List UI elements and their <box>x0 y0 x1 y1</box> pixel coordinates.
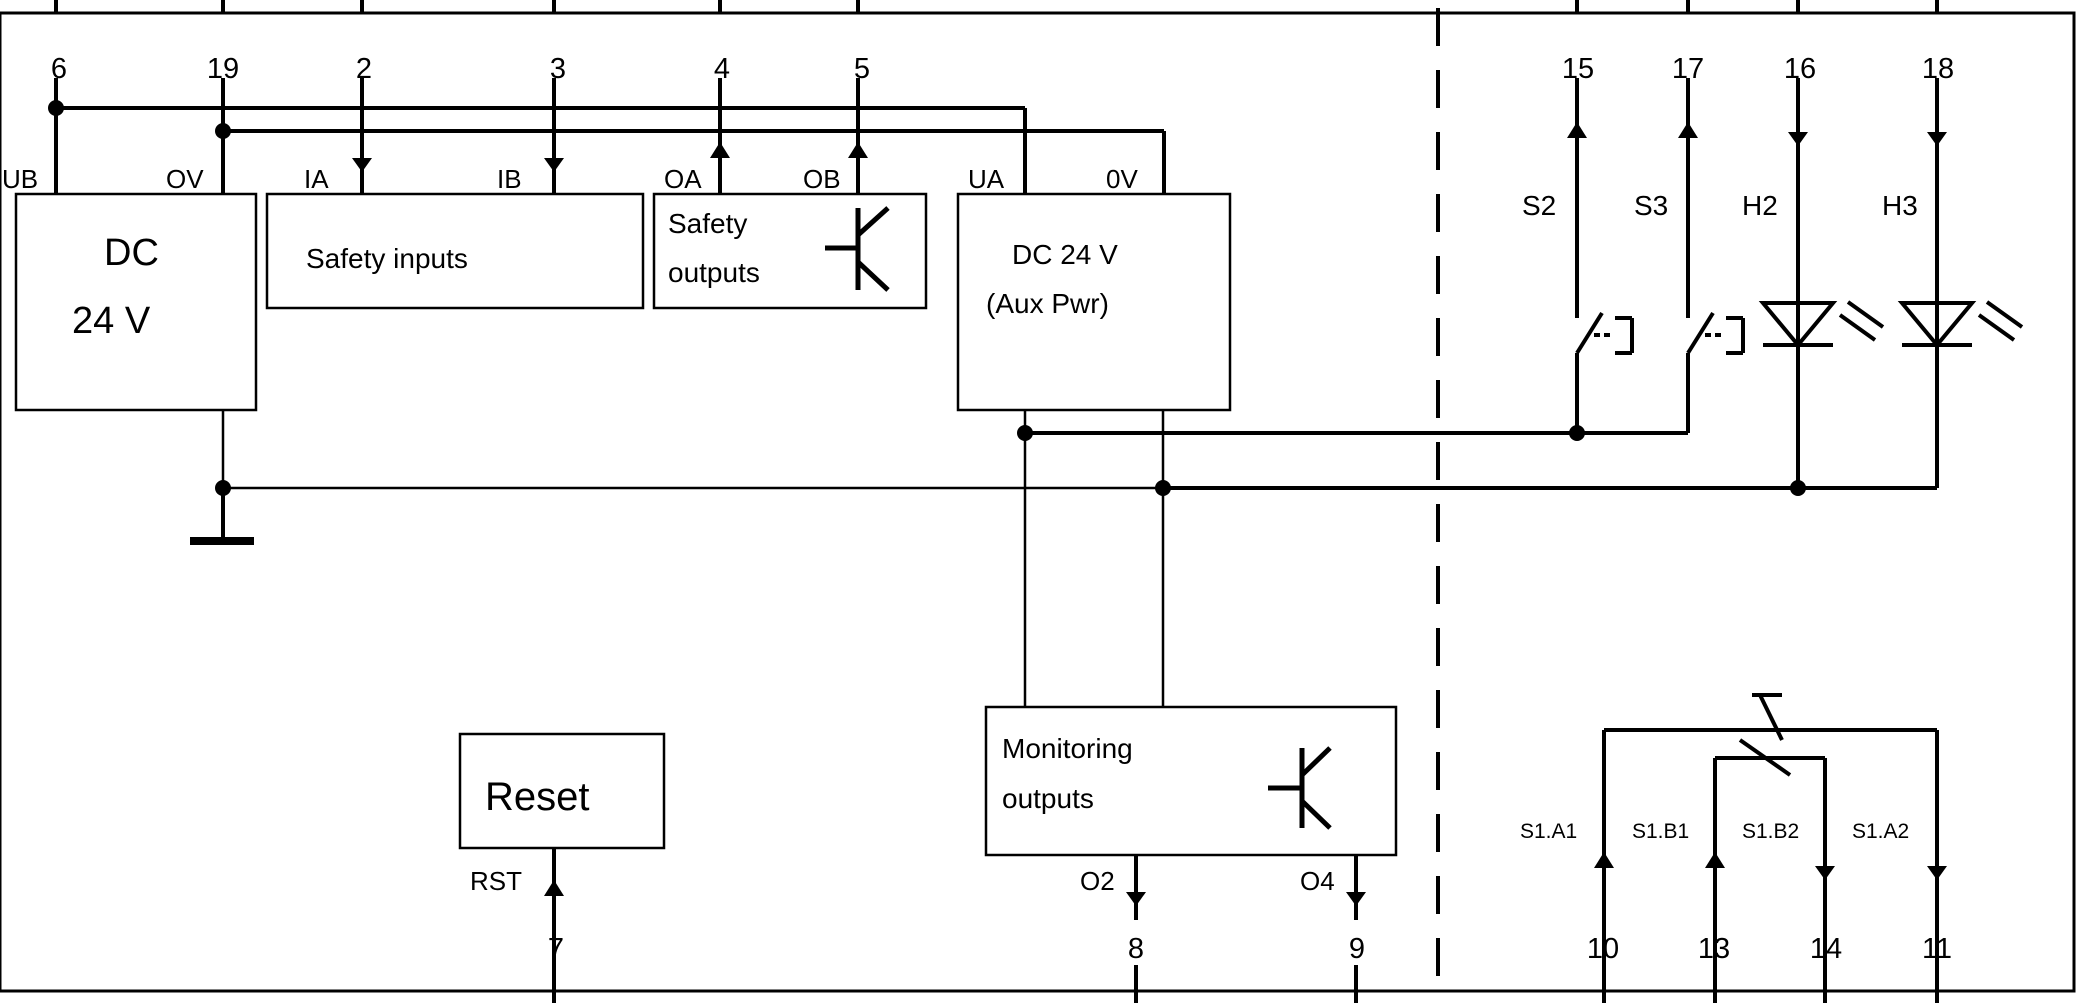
aux-power-block <box>956 192 1232 412</box>
s1-b2-label: S1.B2 <box>1742 820 1799 843</box>
monitoring-outputs-line2: outputs <box>1002 783 1094 814</box>
transistor-icon <box>1268 746 1332 830</box>
terminal-16-label: 16 <box>1784 53 1816 85</box>
terminal-7-label: 7 <box>548 933 564 965</box>
terminal-15-label: 15 <box>1562 53 1594 85</box>
safety-outputs-line2: outputs <box>668 257 760 288</box>
pin-ia-label: IA <box>304 164 329 194</box>
s1-a2-label: S1.A2 <box>1852 820 1909 843</box>
safety-inputs-block <box>265 192 645 310</box>
led-h3-label: H3 <box>1882 190 1918 221</box>
pin-ub-label: UB <box>2 164 38 194</box>
dc-block-line2: 24 V <box>72 300 151 342</box>
s1-b1-label: S1.B1 <box>1632 820 1689 843</box>
monitoring-outputs-line1: Monitoring <box>1002 733 1133 764</box>
junction-dots <box>48 100 1806 496</box>
switch-s3-label: S3 <box>1634 190 1668 221</box>
terminal-17-label: 17 <box>1672 53 1704 85</box>
thin-wires <box>221 410 1165 707</box>
pin-arrows <box>552 848 1358 965</box>
terminal-6-label: 6 <box>51 53 67 85</box>
terminal-4-label: 4 <box>714 53 730 85</box>
bottom-terminal-stubs <box>552 965 1939 1003</box>
switch-s3-icon <box>1686 138 1745 433</box>
aux-power-line1: DC 24 V <box>1012 239 1118 270</box>
reset-block <box>458 732 666 850</box>
safety-outputs-line1: Safety <box>668 208 747 239</box>
monitoring-outputs-block <box>984 705 1398 857</box>
terminal-11-label: 11 <box>1922 933 1952 965</box>
terminal-18-label: 18 <box>1922 53 1954 85</box>
pin-0v-label: 0V <box>1106 164 1138 194</box>
arrowheads <box>352 122 1947 906</box>
pin-ob-label: OB <box>803 164 841 194</box>
dc-power-block <box>14 192 258 412</box>
pin-o4-label: O4 <box>1300 866 1335 896</box>
pin-oa-label: OA <box>664 164 702 194</box>
led-h2-label: H2 <box>1742 190 1778 221</box>
s1-a1-label: S1.A1 <box>1520 820 1577 843</box>
ground-symbol <box>190 488 254 545</box>
safety-outputs-block <box>652 192 928 310</box>
terminal-13-label: 13 <box>1698 933 1730 965</box>
pin-ib-label: IB <box>497 164 522 194</box>
pin-ua-label: UA <box>968 164 1005 194</box>
terminal-19-label: 19 <box>207 53 239 85</box>
reset-label: Reset <box>485 775 590 819</box>
terminal-10-label: 10 <box>1587 933 1619 965</box>
terminal-2-label: 2 <box>356 53 372 85</box>
terminal-8-label: 8 <box>1128 933 1144 965</box>
switch-s2-icon <box>1575 138 1634 433</box>
led-h3-icon <box>1897 138 2024 488</box>
terminal-3-label: 3 <box>550 53 566 85</box>
pin-ov-label: OV <box>166 164 204 194</box>
pin-o2-label: O2 <box>1080 866 1115 896</box>
dc-block-line1: DC <box>104 232 159 274</box>
terminal-14-label: 14 <box>1810 933 1842 965</box>
aux-power-line2: (Aux Pwr) <box>986 288 1109 319</box>
device-frame <box>0 11 2076 993</box>
switch-s2-label: S2 <box>1522 190 1556 221</box>
safety-inputs-label: Safety inputs <box>306 243 468 274</box>
terminal-9-label: 9 <box>1349 933 1365 965</box>
pin-rst-label: RST <box>470 866 522 896</box>
transistor-icon <box>825 206 890 292</box>
led-h2-icon <box>1758 138 1885 488</box>
terminal-5-label: 5 <box>854 53 870 85</box>
